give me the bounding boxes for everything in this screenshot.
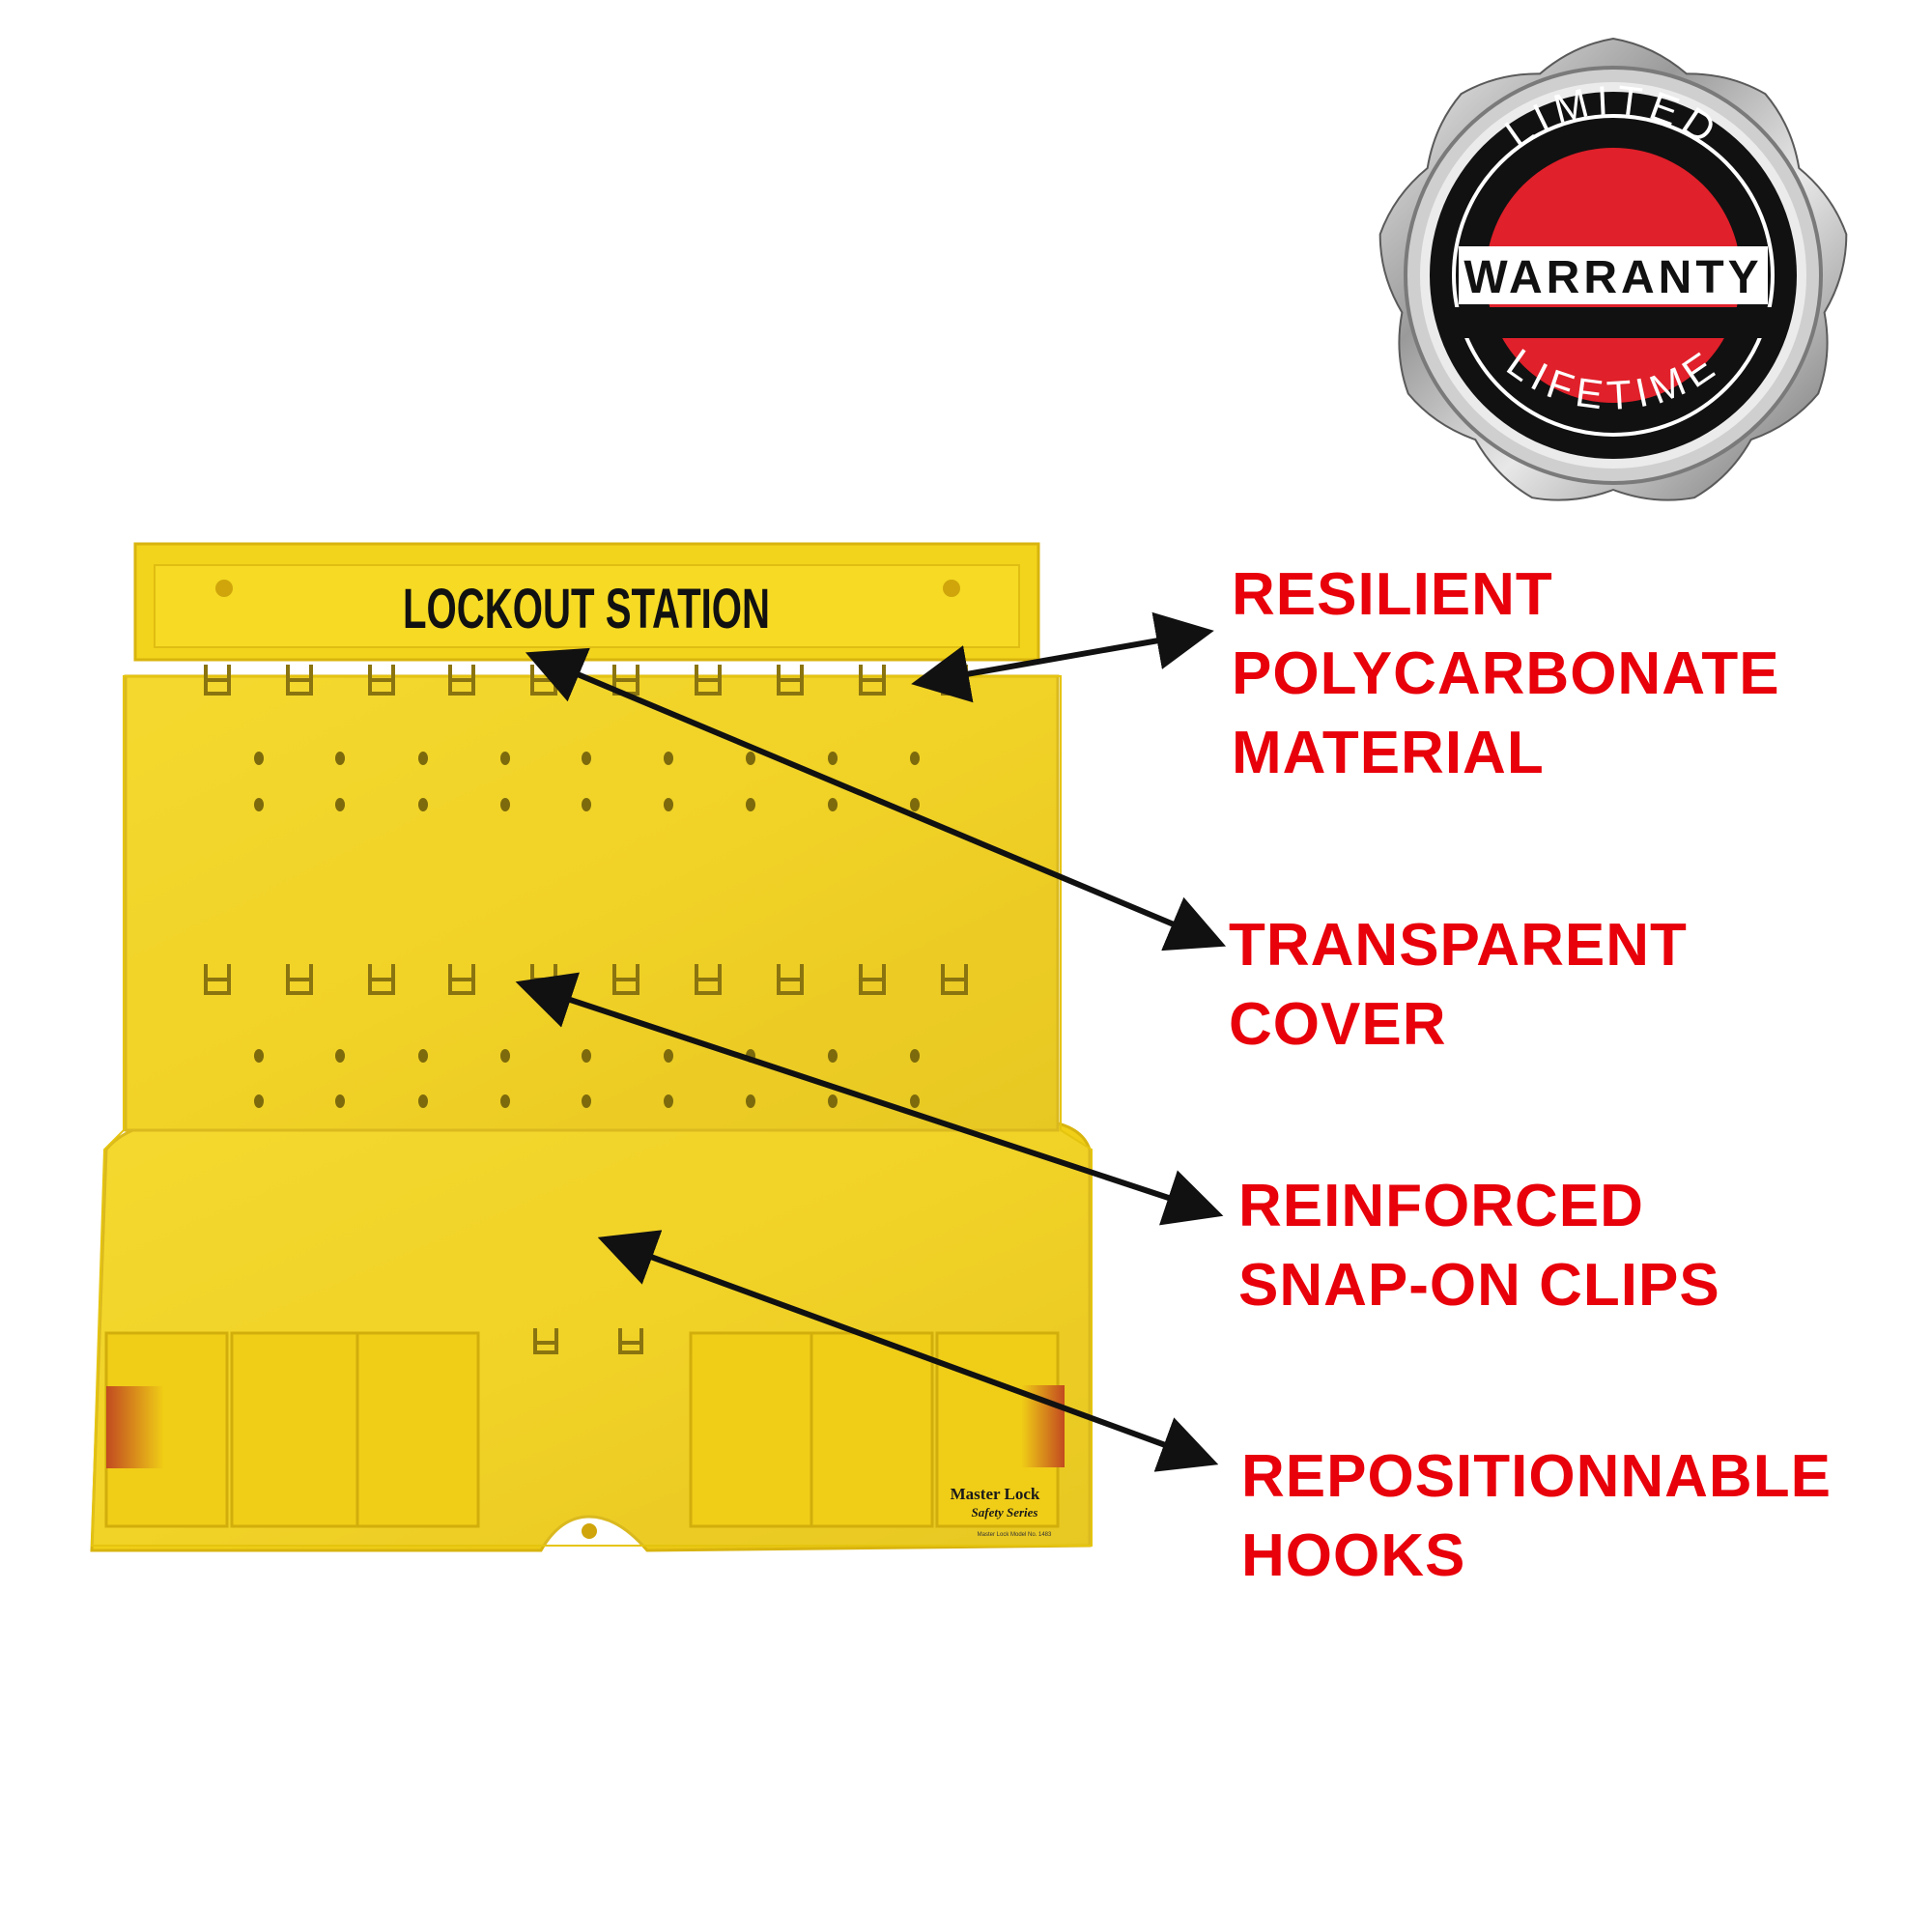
callout-clips: REINFORCED SNAP-ON CLIPS xyxy=(1238,1167,1720,1325)
hook xyxy=(448,665,475,696)
hook xyxy=(368,665,395,696)
peg-hole xyxy=(500,1094,510,1108)
hook xyxy=(286,665,313,696)
arrow-hooks xyxy=(597,1230,1219,1472)
mount-hole-left xyxy=(215,580,233,597)
peg-hole xyxy=(500,798,510,811)
brand-logo: Master Lock xyxy=(951,1485,1040,1503)
badge-white-band xyxy=(1459,246,1768,304)
model-note: Master Lock Model No. 1483 xyxy=(978,1532,1052,1538)
peg-hole xyxy=(664,752,673,765)
peg-hole xyxy=(418,1049,428,1063)
tag-pocket-left xyxy=(106,1386,164,1468)
arrow-clips xyxy=(515,972,1224,1226)
arrow-cover xyxy=(525,647,1227,952)
peg-hole xyxy=(910,1049,920,1063)
peg-hole xyxy=(828,1049,838,1063)
peg-hole xyxy=(335,752,345,765)
peg-hole xyxy=(254,1049,264,1063)
bottom-mount-hole xyxy=(582,1523,597,1539)
peg-hole xyxy=(746,1094,755,1108)
callout-line: RESILIENT xyxy=(1232,561,1553,628)
peg-hole xyxy=(664,798,673,811)
peg-hole xyxy=(828,752,838,765)
peg-hole xyxy=(828,798,838,811)
lockout-station-board: LOCKOUT STATION Master Lock Safety Serie xyxy=(90,542,1093,1552)
peg-hole xyxy=(335,1094,345,1108)
callout-line: COVER xyxy=(1229,991,1447,1058)
peg-hole xyxy=(664,1094,673,1108)
peg-hole xyxy=(418,1094,428,1108)
peg-hole xyxy=(582,1049,591,1063)
board-title: LOCKOUT STATION xyxy=(403,578,770,640)
callout-line: REPOSITIONNABLE xyxy=(1241,1443,1832,1510)
callout-hooks: REPOSITIONNABLE HOOKS xyxy=(1241,1437,1832,1596)
peg-hole xyxy=(664,1049,673,1063)
peg-hole xyxy=(418,798,428,811)
callout-line: TRANSPARENT xyxy=(1229,912,1688,979)
peg-hole xyxy=(828,1094,838,1108)
brand-subtitle: Safety Series xyxy=(972,1505,1038,1520)
callout-line: POLYCARBONATE xyxy=(1232,640,1780,707)
peg-hole xyxy=(582,1094,591,1108)
callout-cover: TRANSPARENT COVER xyxy=(1229,906,1688,1065)
callout-line: REINFORCED xyxy=(1238,1173,1644,1239)
peg-hole xyxy=(500,752,510,765)
peg-hole xyxy=(910,752,920,765)
pointer-arrows xyxy=(515,611,1227,1472)
badge-center-text: WARRANTY xyxy=(1463,252,1762,303)
hook xyxy=(448,964,475,995)
peg-hole xyxy=(335,798,345,811)
peg-hole xyxy=(746,798,755,811)
callout-line: SNAP-ON CLIPS xyxy=(1238,1252,1720,1319)
peg-hole xyxy=(254,752,264,765)
hook xyxy=(204,964,231,995)
peg-hole xyxy=(254,1094,264,1108)
callout-material: RESILIENT POLYCARBONATE MATERIAL xyxy=(1232,555,1780,793)
peg-hole xyxy=(254,798,264,811)
mount-hole-right xyxy=(943,580,960,597)
peg-hole xyxy=(910,1094,920,1108)
callout-line: HOOKS xyxy=(1241,1522,1466,1589)
peg-hole xyxy=(500,1049,510,1063)
hook xyxy=(204,665,231,696)
peg-hole xyxy=(418,752,428,765)
callout-line: MATERIAL xyxy=(1232,720,1545,786)
peg-hole xyxy=(582,798,591,811)
peg-hole xyxy=(746,752,755,765)
peg-hole xyxy=(335,1049,345,1063)
peg-hole xyxy=(582,752,591,765)
warranty-badge: WARRANTY LIMITED LIFETIME xyxy=(1378,37,1848,501)
peg-hole xyxy=(910,798,920,811)
hook xyxy=(368,964,395,995)
hook xyxy=(286,964,313,995)
